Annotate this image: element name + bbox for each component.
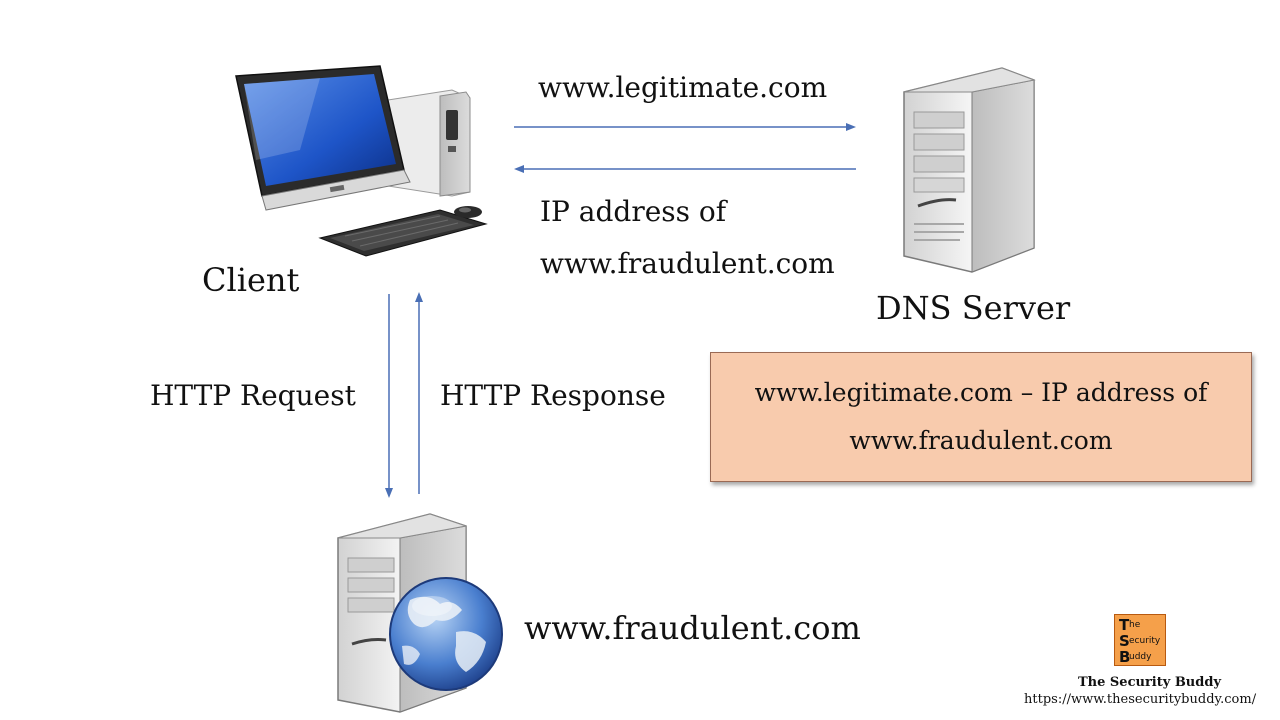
dns-response-arrow	[514, 165, 856, 173]
logo-suffix-he: he	[1129, 620, 1141, 630]
dns-server-icon	[903, 67, 1036, 273]
logo-suffix-uddy: uddy	[1129, 652, 1152, 662]
http-request-arrow	[385, 294, 393, 498]
http-response-label: HTTP Response	[440, 379, 666, 412]
branding-name: The Security Buddy	[1078, 675, 1221, 690]
security-buddy-logo-icon: T he S ecurity B uddy	[1114, 614, 1166, 666]
logo-letter-b: B	[1119, 648, 1131, 666]
dns-query-arrow	[514, 123, 856, 131]
client-label: Client	[202, 261, 300, 299]
desktop-computer-icon	[235, 65, 488, 257]
dns-cache-callout: www.legitimate.com – IP address of www.f…	[710, 352, 1252, 482]
web-server-label: www.fraudulent.com	[524, 609, 861, 647]
branding-url[interactable]: https://www.thesecuritybuddy.com/	[1024, 692, 1257, 707]
dns-response-label-line1: IP address of	[540, 195, 727, 228]
dns-response-label-line2: www.fraudulent.com	[540, 247, 835, 280]
callout-line2: www.fraudulent.com	[849, 426, 1113, 455]
dns-server-label: DNS Server	[876, 289, 1071, 327]
web-server-globe-icon	[337, 513, 503, 713]
logo-letter-t: T	[1119, 616, 1130, 634]
dns-query-label: www.legitimate.com	[538, 71, 828, 104]
logo-suffix-ecurity: ecurity	[1129, 636, 1161, 646]
callout-line1: www.legitimate.com – IP address of	[754, 378, 1208, 407]
http-request-label: HTTP Request	[150, 379, 356, 412]
http-response-arrow	[415, 292, 423, 494]
logo-letter-s: S	[1119, 632, 1130, 650]
